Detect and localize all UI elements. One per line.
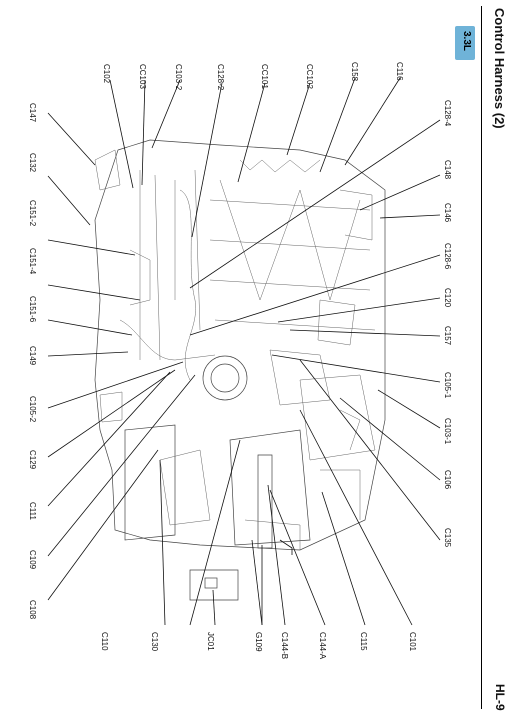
label-g109: G109 bbox=[254, 632, 263, 652]
label-c116: C116 bbox=[395, 62, 404, 81]
label-c151-4: C151-4 bbox=[28, 248, 37, 275]
label-c135: C135 bbox=[443, 528, 452, 548]
label-c128-6: C128-6 bbox=[443, 243, 452, 270]
connector-labels: C147 C132 C151-2 C151-4 C151-6 C149 C105… bbox=[28, 62, 452, 660]
label-c120: C120 bbox=[443, 288, 452, 308]
label-c128-4: C128-4 bbox=[443, 100, 452, 127]
label-c103-2: C103-2 bbox=[174, 64, 183, 91]
label-c132: C132 bbox=[28, 153, 37, 173]
leader-lines bbox=[47, 77, 441, 626]
label-c103-1: C103-1 bbox=[443, 418, 452, 445]
label-c157: C157 bbox=[443, 326, 452, 346]
label-c110: C110 bbox=[100, 632, 109, 651]
label-c109: C109 bbox=[28, 550, 37, 570]
label-c115: C115 bbox=[359, 632, 368, 651]
label-c129: C129 bbox=[28, 450, 37, 470]
label-c105-1: C105-1 bbox=[443, 372, 452, 399]
label-c108: C108 bbox=[28, 600, 37, 620]
label-c106: C106 bbox=[443, 470, 452, 490]
engine-badge: 3.3L bbox=[455, 26, 475, 60]
label-cc101: CC101 bbox=[260, 64, 269, 89]
label-c144-a: C144-A bbox=[318, 632, 327, 660]
header-divider bbox=[481, 6, 482, 709]
label-c149: C149 bbox=[28, 346, 37, 366]
label-c101: C101 bbox=[408, 632, 417, 652]
label-c128-2: C128-2 bbox=[216, 64, 225, 91]
engine-outline bbox=[94, 139, 386, 601]
label-c144-b: C144-B bbox=[280, 632, 289, 659]
label-c151-2: C151-2 bbox=[28, 200, 37, 227]
label-cc102: CC102 bbox=[305, 64, 314, 89]
label-c105-2: C105-2 bbox=[28, 396, 37, 423]
label-c130: C130 bbox=[150, 632, 159, 652]
label-c146: C146 bbox=[443, 203, 452, 223]
label-c111: C111 bbox=[28, 502, 37, 520]
label-c147: C147 bbox=[28, 103, 37, 123]
label-c148: C148 bbox=[443, 160, 452, 180]
label-c158: C158 bbox=[350, 62, 359, 82]
label-jc01: JC01 bbox=[206, 632, 215, 651]
label-cc103: CC103 bbox=[138, 64, 147, 89]
label-c151-6: C151-6 bbox=[28, 296, 37, 323]
label-c102: C102 bbox=[102, 64, 111, 84]
